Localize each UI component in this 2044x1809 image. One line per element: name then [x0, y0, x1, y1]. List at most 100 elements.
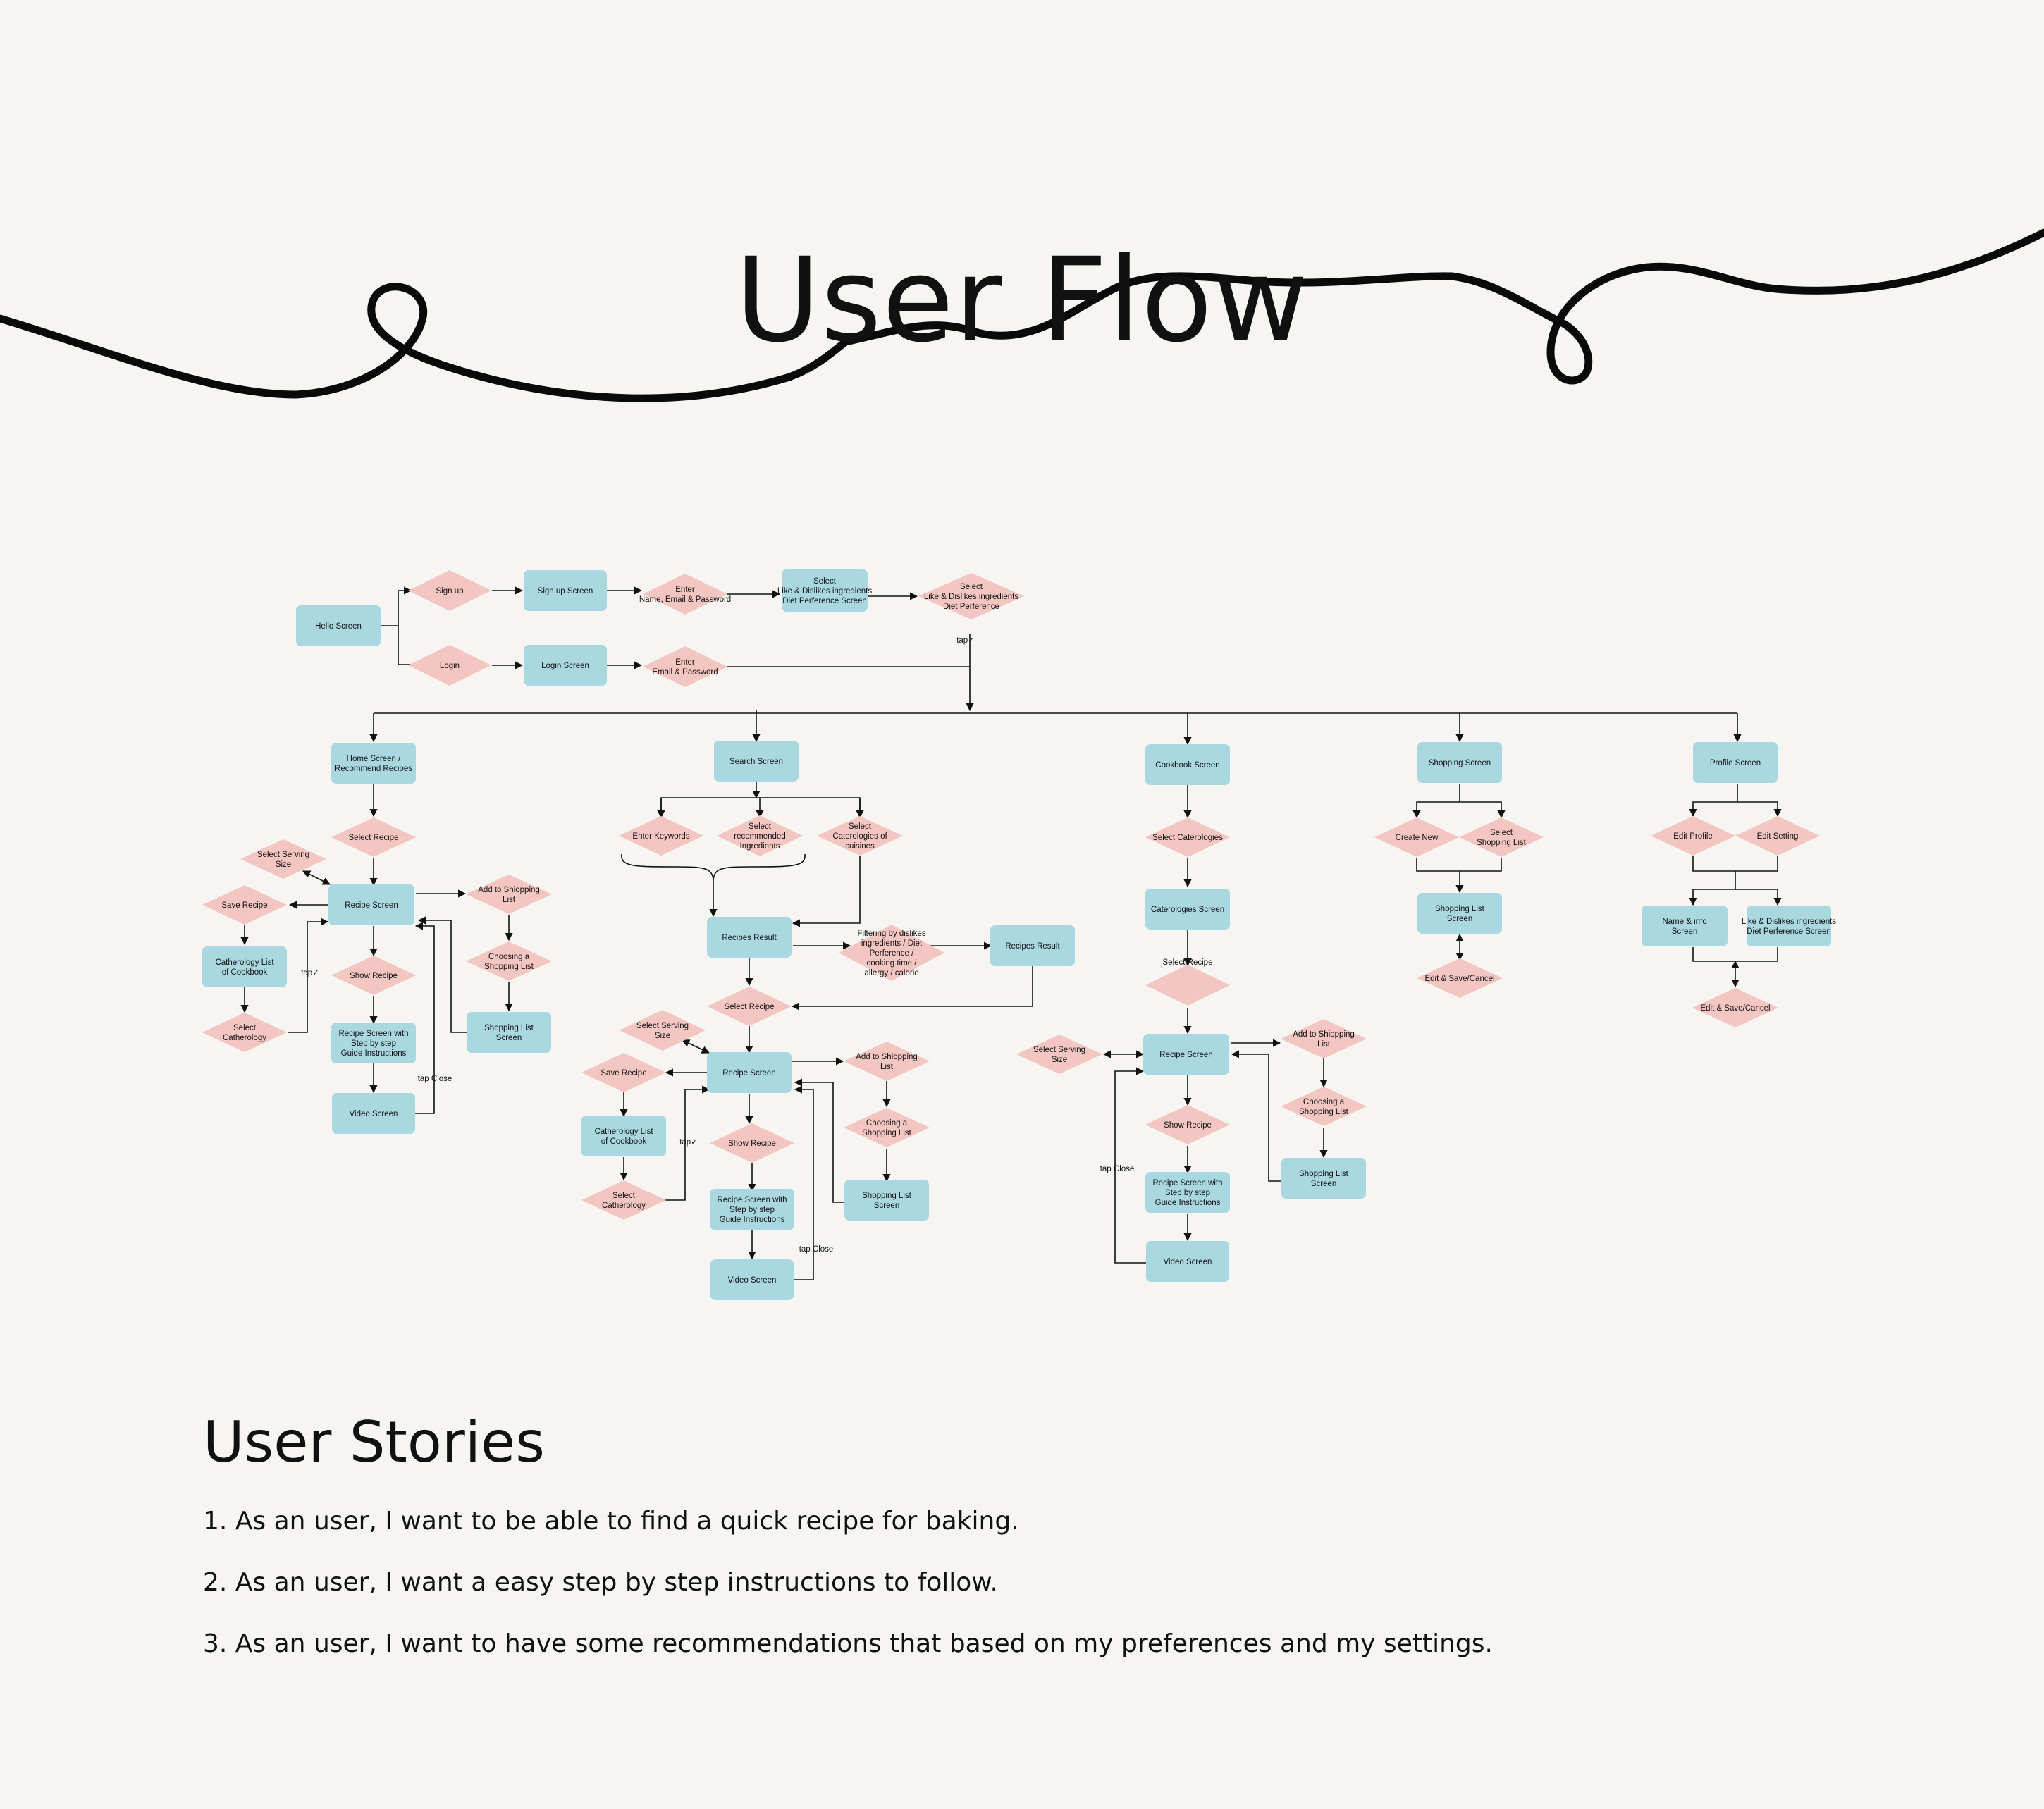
screen-box — [1146, 1241, 1229, 1282]
decision-diamond — [918, 573, 1024, 619]
node-label: Guide Instructions — [720, 1216, 785, 1224]
screen-box — [707, 1052, 792, 1093]
node-label: Select — [813, 577, 837, 586]
node-label: Select — [849, 822, 872, 831]
decision-diamond — [1145, 817, 1230, 857]
node-label: Select Serving — [257, 851, 309, 859]
screen-node-n1: Hello Screen — [296, 605, 381, 646]
node-label: Select — [749, 822, 772, 831]
decision-diamond — [643, 574, 727, 615]
node-label: Catherology — [602, 1202, 646, 1210]
screen-box — [1693, 742, 1778, 783]
action-node-n33: Save Recipe — [581, 1053, 666, 1092]
node-label: Cookbook Screen — [1155, 761, 1219, 770]
decision-diamond — [620, 1010, 706, 1051]
node-label: Guide Instructions — [1155, 1199, 1221, 1207]
node-label: Sign up Screen — [538, 587, 593, 595]
node-label: Create New — [1396, 834, 1439, 842]
node-label: Choosing a — [1303, 1098, 1345, 1106]
user-stories-title: User Stories — [203, 1409, 545, 1475]
decision-diamond — [717, 815, 803, 856]
action-node-n3: Login — [408, 645, 491, 686]
decision-diamond — [1735, 816, 1820, 856]
node-label: Recipe Screen — [722, 1069, 775, 1078]
decision-diamond — [1692, 988, 1778, 1027]
node-label: Enter Keywords — [632, 832, 689, 841]
node-label: Edit Profile — [1673, 832, 1713, 841]
node-label: Caterologies Screen — [1151, 906, 1224, 914]
node-label: Screen — [496, 1034, 522, 1042]
node-label: Catherology List — [215, 958, 274, 967]
screen-box — [844, 1180, 929, 1221]
node-label: Recipe Screen with — [717, 1196, 787, 1204]
node-label: Diet Perference Screen — [782, 597, 867, 605]
node-label: Shopping List — [1477, 839, 1526, 847]
decision-diamond — [408, 645, 491, 686]
action-node-n2: Sign up — [408, 570, 491, 611]
decision-diamond — [710, 1123, 794, 1163]
node-label: of Cookbook — [601, 1137, 647, 1146]
screen-node-n59: Profile Screen — [1693, 742, 1778, 783]
node-label: Search Screen — [729, 758, 783, 766]
action-node-n24: Enter Keywords — [619, 816, 703, 856]
node-label: Recipes Result — [1005, 942, 1060, 951]
node-label: Recipe Screen — [345, 901, 398, 910]
edge-label-tap-close: tap Close — [1100, 1165, 1135, 1173]
node-label: Screen — [1311, 1180, 1336, 1188]
node-label: Select — [612, 1192, 636, 1200]
node-label: Caterologies of — [832, 832, 887, 841]
action-node-n11: Select Recipe — [331, 817, 416, 857]
action-node-n14: Save Recipe — [202, 885, 287, 925]
screen-node-n13: Recipe Screen — [328, 884, 414, 925]
screen-box — [581, 1116, 666, 1156]
screen-node-n29: Recipes Result — [990, 925, 1075, 966]
node-label: Save Recipe — [601, 1069, 646, 1078]
node-label: Select Serving — [636, 1022, 689, 1030]
node-label: Shopping List — [862, 1192, 911, 1200]
node-label: Screen — [1672, 927, 1697, 936]
decision-diamond — [817, 816, 903, 856]
node-label: Login Screen — [541, 662, 589, 670]
node-label: Recipes Result — [722, 934, 777, 942]
action-node-n60: Edit Profile — [1651, 816, 1735, 856]
decision-diamond — [643, 646, 727, 687]
screen-box — [707, 917, 792, 958]
node-label: ingredients / Diet — [861, 939, 923, 948]
node-label: Add to Shiopping — [856, 1053, 918, 1061]
screen-box — [1747, 906, 1831, 946]
decision-diamond — [1417, 958, 1503, 998]
node-label: Screen — [1447, 915, 1472, 923]
action-node-n30: Select Recipe — [707, 987, 792, 1026]
node-label: Recipe Screen with — [338, 1030, 408, 1038]
node-label: Choosing a — [866, 1119, 908, 1128]
decision-diamond — [1281, 1019, 1367, 1058]
node-label: Like & Dislikes ingredients — [924, 593, 1018, 601]
decision-diamond — [581, 1180, 666, 1220]
user-story-item: 3. As an user, I want to have some recom… — [203, 1629, 1493, 1658]
node-label: Name, Email & Password — [639, 595, 731, 604]
screen-node-n42: Cookbook Screen — [1145, 744, 1230, 785]
node-label: Enter — [675, 658, 695, 667]
node-label: Login — [440, 662, 460, 670]
node-label: Step by step — [729, 1206, 775, 1214]
decision-diamond — [331, 817, 416, 857]
screen-box — [1642, 906, 1728, 946]
decision-diamond — [844, 1042, 930, 1081]
screen-box — [296, 605, 381, 646]
node-label: Recipe Screen — [1159, 1051, 1212, 1059]
edge-label-select-recipe: Select Recipe — [1163, 958, 1213, 967]
node-label: Sign up — [436, 587, 463, 595]
node-label: Ingredients — [740, 842, 780, 851]
